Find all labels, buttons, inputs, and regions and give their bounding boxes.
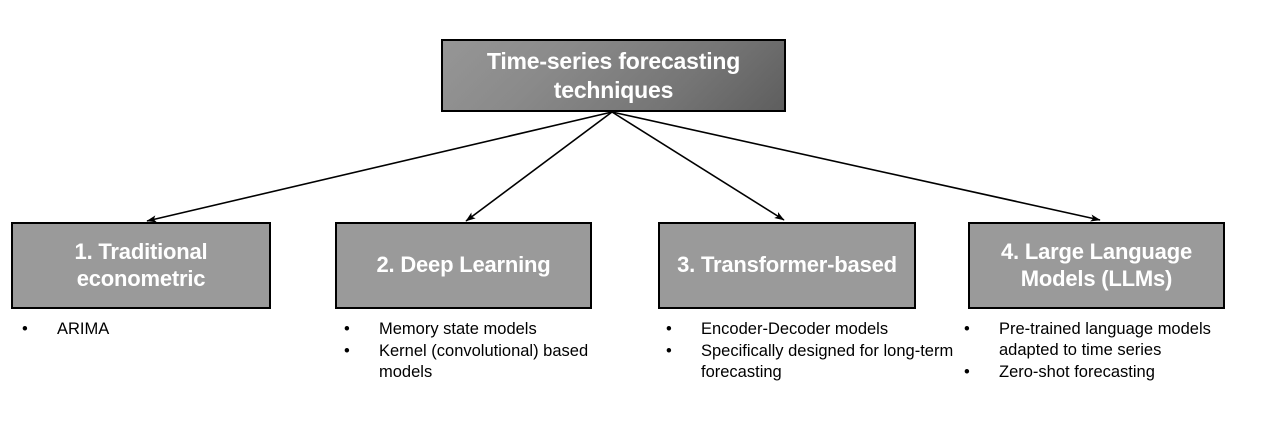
list-item-label: Specifically designed for long-term fore… [701,342,954,381]
branch-2-bullet-list: • Memory state models • Kernel (convolut… [333,319,633,384]
list-item: • ARIMA [11,319,311,340]
branch-node-2-title: 2. Deep Learning [376,252,551,278]
branch-node-2: 2. Deep Learning [335,222,592,309]
arrow-to-branch-4 [611,111,1101,222]
bullet-icon: • [666,320,672,338]
bullet-icon: • [666,342,672,360]
root-node-title: Time-series forecasting techniques [486,48,741,103]
list-item: • Memory state models [333,319,633,340]
branch-3-bullet-list: • Encoder-Decoder models • Specifically … [655,319,955,384]
branch-node-4-title: 4. Large Language Models (LLMs) [1001,238,1192,291]
list-item-label: Kernel (convolutional) based models [379,342,589,381]
branch-4-bullet-list: • Pre-trained language models adapted to… [953,319,1258,384]
list-item: • Pre-trained language models adapted to… [953,319,1258,361]
list-item: • Encoder-Decoder models [655,319,955,340]
arrow-to-branch-1 [146,111,613,223]
list-item: • Specifically designed for long-term fo… [655,341,955,383]
bullet-icon: • [964,320,970,338]
bullet-icon: • [964,363,970,381]
arrow-to-branch-3 [611,111,785,221]
branch-node-1: 1. Traditional econometric [11,222,271,309]
root-node: Time-series forecasting techniques [441,39,786,112]
branch-node-4: 4. Large Language Models (LLMs) [968,222,1225,309]
bullet-icon: • [22,320,28,338]
list-item-label: Encoder-Decoder models [701,320,889,338]
list-item-label: ARIMA [57,320,110,338]
list-item-label: Pre-trained language models adapted to t… [999,320,1211,359]
arrow-to-branch-2 [465,111,613,222]
branch-node-1-title: 1. Traditional econometric [74,238,208,291]
branch-node-3: 3. Transformer-based [658,222,916,309]
list-item-label: Zero-shot forecasting [999,363,1155,381]
branch-1-bullet-list: • ARIMA [11,319,311,341]
branch-node-3-title: 3. Transformer-based [677,252,897,278]
list-item: • Zero-shot forecasting [953,362,1258,383]
list-item: • Kernel (convolutional) based models [333,341,633,383]
bullet-icon: • [344,342,350,360]
list-item-label: Memory state models [379,320,537,338]
bullet-icon: • [344,320,350,338]
